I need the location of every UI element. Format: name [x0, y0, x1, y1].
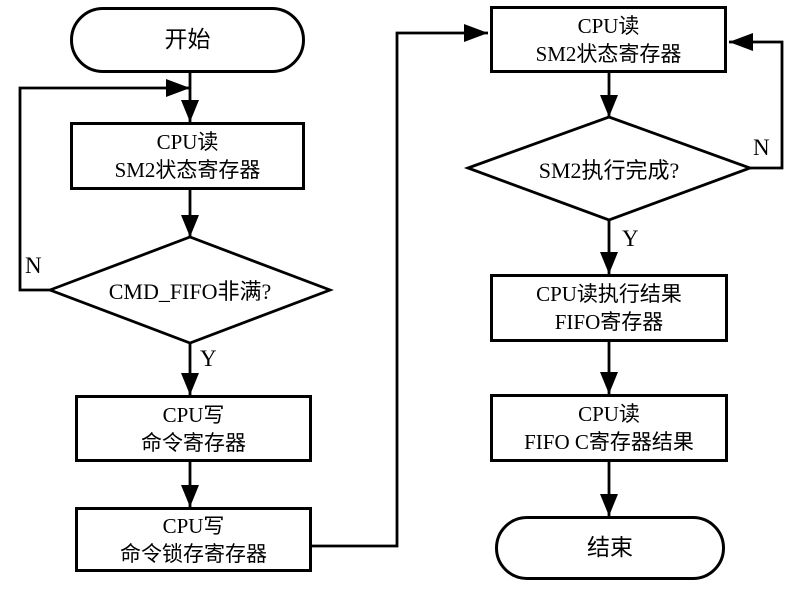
node-label-line: SM2状态寄存器: [535, 41, 682, 66]
node-cpu-read-sm2-status-right: CPU读 SM2状态寄存器: [490, 6, 727, 73]
node-label-line: CPU读执行结果: [536, 282, 682, 306]
node-label-line: CPU写: [162, 513, 225, 538]
arrowhead-n-loop-right: [729, 33, 753, 51]
arrowhead-into-end: [600, 494, 618, 516]
branch-label-n-sm2-done: N: [753, 135, 770, 160]
cmd-fifo-diamond-shape: [46, 235, 334, 345]
branch-label-n-cmd-fifo: N: [25, 253, 42, 278]
connector-cmd-fifo-n-loop: [18, 86, 190, 292]
node-cpu-write-cmd-reg: CPU写 命令寄存器: [75, 395, 312, 462]
node-label-line: FIFO C寄存器结果: [524, 430, 694, 454]
arrowhead-into-sm2-decision: [600, 95, 618, 117]
end-label: 结束: [587, 535, 633, 560]
node-cpu-write-cmd-latch-reg: CPU写 命令锁存寄存器: [75, 507, 312, 572]
node-label-line: CPU读: [577, 13, 640, 38]
node-cpu-read-result-fifo: CPU读执行结果 FIFO寄存器: [490, 274, 728, 342]
start-label: 开始: [164, 27, 211, 52]
branch-label-y-cmd-fifo: Y: [200, 346, 217, 371]
connector-sm2-done-n-loop: [729, 40, 784, 170]
arrowhead-into-write-latch: [181, 485, 199, 507]
node-cpu-read-sm2-status-left: CPU读 SM2状态寄存器: [70, 122, 305, 190]
node-cpu-read-fifo-c: CPU读 FIFO C寄存器结果: [490, 394, 728, 462]
node-end: 结束: [495, 516, 725, 580]
arrowhead-into-write-cmd: [181, 373, 199, 395]
node-label-line: 命令寄存器: [141, 430, 246, 455]
sm2-done-diamond-shape: [463, 115, 755, 222]
node-start: 开始: [70, 7, 305, 73]
arrowhead-into-read-result: [600, 252, 618, 274]
node-label-line: CPU写: [162, 402, 225, 427]
node-label-line: 命令锁存寄存器: [120, 541, 267, 566]
arrowhead-into-read-status-left: [181, 100, 199, 122]
arrowhead-into-read-fifo-c: [600, 372, 618, 394]
branch-label-y-sm2-done: Y: [622, 226, 639, 251]
node-label-line: CPU读: [156, 130, 219, 154]
arrowhead-into-cmd-fifo-decision: [181, 215, 199, 237]
node-label-line: FIFO寄存器: [554, 310, 664, 334]
arrowhead-into-read-status-right: [464, 24, 488, 42]
arrowhead-n-loop-junction: [166, 79, 190, 97]
connector-latch-to-read-status-right: [312, 31, 488, 548]
node-label-line: CPU读: [578, 402, 640, 426]
node-label-line: SM2状态寄存器: [114, 158, 261, 182]
